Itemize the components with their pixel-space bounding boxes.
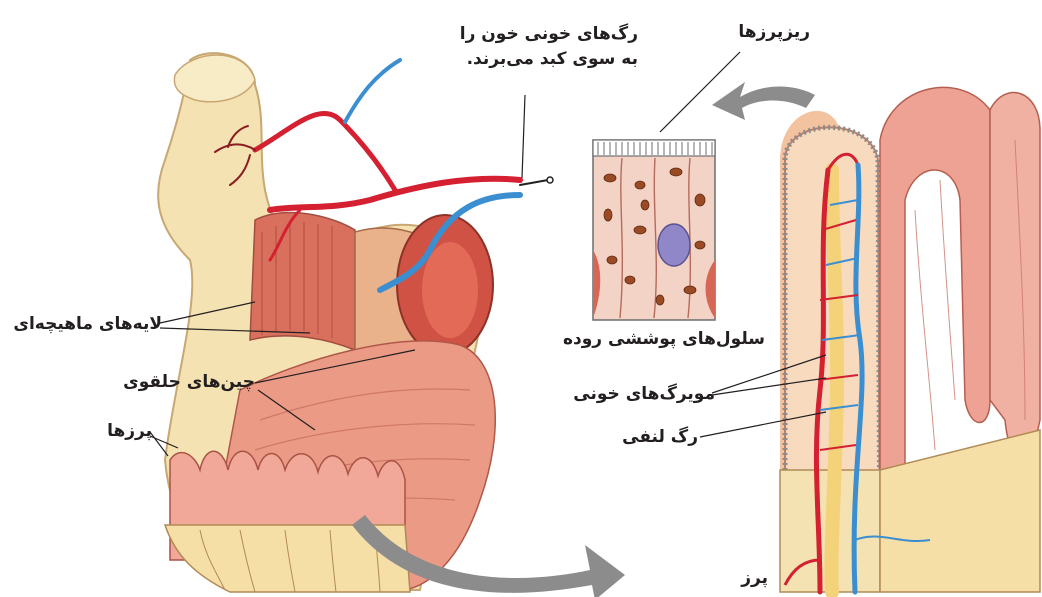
cell-nucleus [658,224,690,266]
label-villus: پرز [718,566,768,591]
villus-detail [780,87,1040,592]
label-capillaries: مویرگ‌های خونی [567,382,715,407]
zoom-arrow-top [712,82,815,120]
label-circular-folds: چین‌های حلقوی [120,370,255,395]
muscle-layer-band [250,213,355,350]
label-lymph-vessel: رگ لنفی [606,425,698,450]
label-microvilli: ریزپرزها [690,20,810,45]
label-muscle-layers: لایه‌های ماهیچه‌ای [2,312,162,337]
epithelial-cell-inset [593,140,715,320]
label-blood-vessels-line2: به سوی کبد می‌برند. [418,47,638,72]
lymph-vessel [831,170,837,592]
label-villi: پرزها [80,419,152,444]
label-epithelial-cells: سلول‌های پوششی روده [560,327,765,352]
label-blood-vessels-to-liver: رگ‌های خونی خون را به سوی کبد می‌برند. [418,22,638,71]
intestine-tube [158,53,495,592]
label-blood-vessels-line1: رگ‌های خونی خون را [418,22,638,47]
